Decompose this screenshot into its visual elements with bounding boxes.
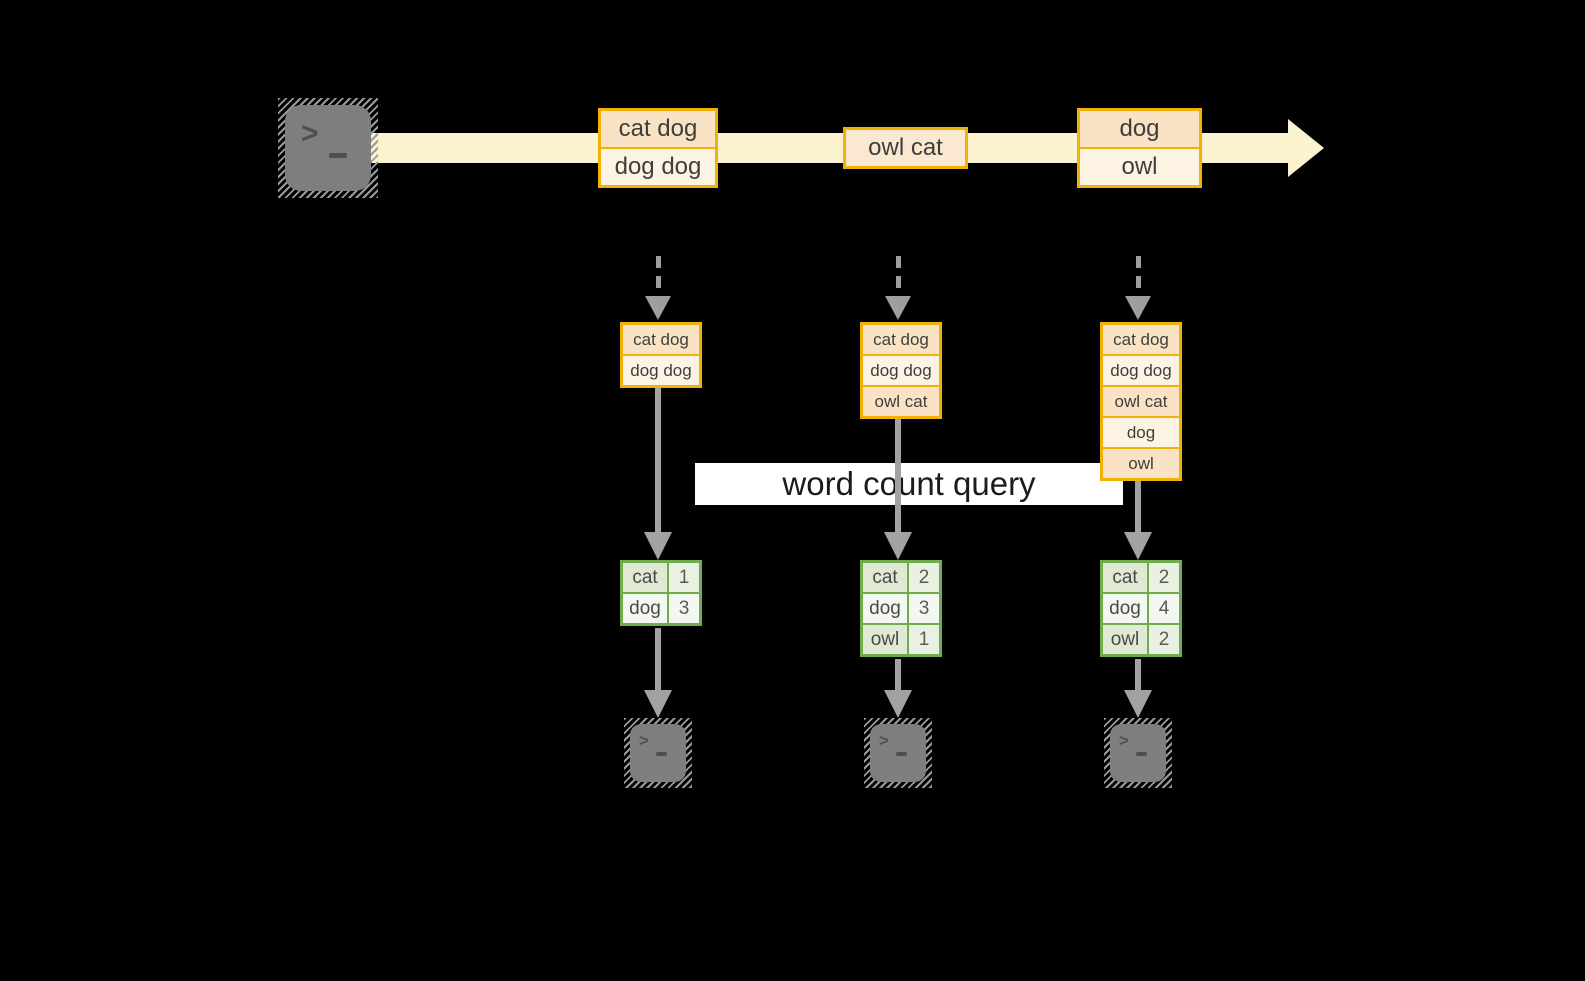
stream-batch-cell: owl	[1080, 147, 1199, 185]
dashed-arrowhead-icon	[885, 296, 911, 320]
word-cell: cat	[863, 563, 909, 592]
terminal-icon: >	[1104, 718, 1172, 788]
dashed-arrowhead-icon	[645, 296, 671, 320]
table-row: dog 3	[863, 592, 939, 623]
arrowhead-icon	[1124, 532, 1152, 560]
input-stack-2: cat dog dog dog owl cat	[860, 322, 942, 419]
table-row: cat 1	[623, 563, 699, 592]
count-cell: 3	[909, 594, 939, 623]
dashed-arrow-line	[896, 256, 901, 298]
word-count-table-2: cat 2 dog 3 owl 1	[860, 560, 942, 657]
arrow-line	[1135, 659, 1141, 690]
table-row: owl 2	[1103, 623, 1179, 654]
terminal-prompt-icon: >	[879, 731, 889, 750]
dashed-arrow-line	[656, 256, 661, 298]
stream-batch-3: dog owl	[1077, 108, 1202, 188]
count-cell: 1	[669, 563, 699, 592]
input-stack-cell: owl	[1103, 447, 1179, 478]
word-cell: owl	[1103, 625, 1149, 654]
terminal-prompt-icon: >	[301, 117, 319, 150]
word-cell: dog	[623, 594, 669, 623]
terminal-cursor-icon	[1136, 752, 1147, 756]
stream-arrowhead-icon	[1288, 119, 1324, 177]
input-stack-1: cat dog dog dog	[620, 322, 702, 388]
count-cell: 2	[1149, 625, 1179, 654]
stream-batch-cell: dog dog	[601, 147, 715, 185]
word-count-table-1: cat 1 dog 3	[620, 560, 702, 626]
word-cell: owl	[863, 625, 909, 654]
input-stack-cell: cat dog	[1103, 325, 1179, 354]
terminal-icon: >	[278, 98, 378, 198]
arrowhead-icon	[644, 690, 672, 718]
input-stack-cell: dog	[1103, 416, 1179, 447]
dashed-arrow-line	[1136, 256, 1141, 298]
count-cell: 2	[1149, 563, 1179, 592]
dashed-arrowhead-icon	[1125, 296, 1151, 320]
stream-batch-cell: owl cat	[846, 130, 965, 166]
count-cell: 4	[1149, 594, 1179, 623]
input-stack-cell: owl cat	[863, 385, 939, 416]
stream-batch-cell: cat dog	[601, 111, 715, 147]
terminal-prompt-icon: >	[1119, 731, 1129, 750]
terminal-cursor-icon	[896, 752, 907, 756]
terminal-screen: >	[1110, 724, 1166, 782]
arrow-line	[895, 419, 901, 534]
word-cell: cat	[623, 563, 669, 592]
stream-batch-2: owl cat	[843, 127, 968, 169]
input-stack-cell: dog dog	[1103, 354, 1179, 385]
terminal-screen: >	[870, 724, 926, 782]
arrowhead-icon	[884, 532, 912, 560]
input-stack-cell: dog dog	[863, 354, 939, 385]
arrowhead-icon	[644, 532, 672, 560]
word-cell: cat	[1103, 563, 1149, 592]
count-cell: 3	[669, 594, 699, 623]
arrow-line	[655, 388, 661, 534]
word-cell: dog	[1103, 594, 1149, 623]
word-cell: dog	[863, 594, 909, 623]
input-stack-cell: dog dog	[623, 354, 699, 385]
terminal-icon: >	[864, 718, 932, 788]
arrow-line	[655, 628, 661, 690]
input-stack-3: cat dog dog dog owl cat dog owl	[1100, 322, 1182, 481]
input-stack-cell: cat dog	[623, 325, 699, 354]
table-row: cat 2	[1103, 563, 1179, 592]
terminal-screen: >	[285, 105, 371, 191]
table-row: dog 3	[623, 592, 699, 623]
word-count-query-label: word count query	[695, 463, 1123, 505]
arrow-line	[895, 659, 901, 690]
arrowhead-icon	[884, 690, 912, 718]
terminal-cursor-icon	[329, 153, 347, 158]
arrow-line	[1135, 481, 1141, 534]
input-stack-cell: cat dog	[863, 325, 939, 354]
arrowhead-icon	[1124, 690, 1152, 718]
word-count-table-3: cat 2 dog 4 owl 2	[1100, 560, 1182, 657]
table-row: dog 4	[1103, 592, 1179, 623]
count-cell: 1	[909, 625, 939, 654]
stream-batch-1: cat dog dog dog	[598, 108, 718, 188]
stream-batch-cell: dog	[1080, 111, 1199, 147]
table-row: cat 2	[863, 563, 939, 592]
terminal-cursor-icon	[656, 752, 667, 756]
table-row: owl 1	[863, 623, 939, 654]
terminal-screen: >	[630, 724, 686, 782]
input-stack-cell: owl cat	[1103, 385, 1179, 416]
terminal-icon: >	[624, 718, 692, 788]
terminal-prompt-icon: >	[639, 731, 649, 750]
count-cell: 2	[909, 563, 939, 592]
